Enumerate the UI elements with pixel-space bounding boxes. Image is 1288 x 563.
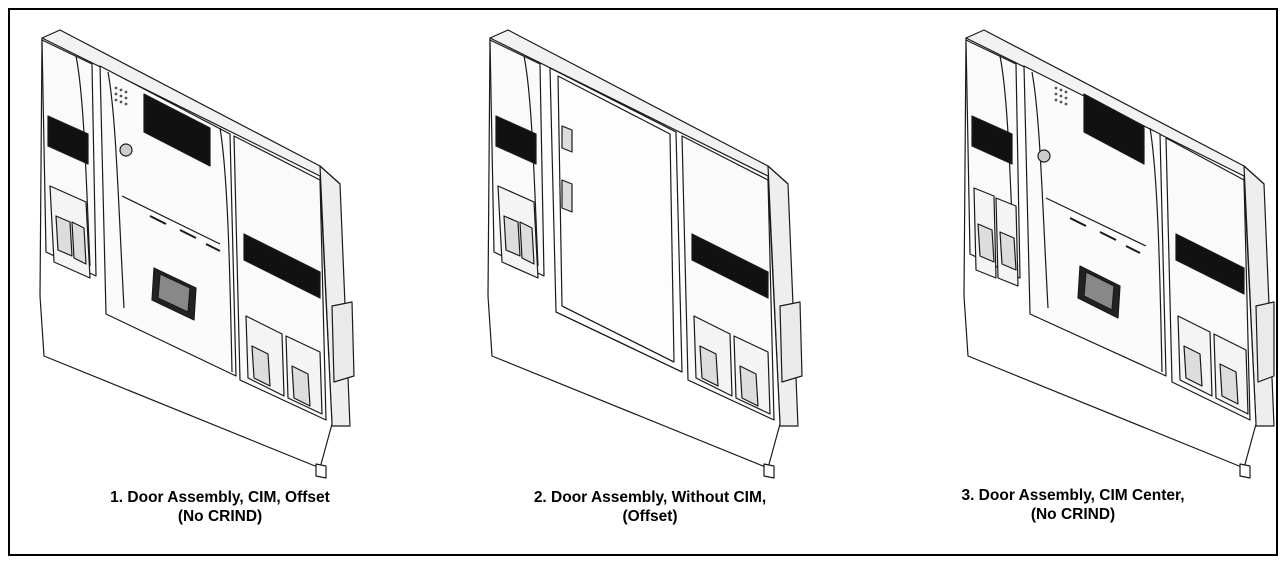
caption-line-1: 2. Door Assembly, Without CIM, <box>533 489 767 506</box>
caption-line-2: (No CRIND) <box>177 508 263 525</box>
door-assembly-cim-offset-drawing <box>39 29 355 479</box>
figure-frame: 1. Door Assembly, CIM, Offset (No CRIND) <box>8 8 1278 556</box>
caption-line-2: (Offset) <box>622 508 678 525</box>
door-assembly-cim-center-drawing <box>963 29 1275 479</box>
door-assembly-without-cim-drawing <box>487 29 803 479</box>
caption-line-2: (No CRIND) <box>1030 506 1116 523</box>
figure-panel-2: 2. Door Assembly, Without CIM, (Offset) <box>450 10 850 554</box>
figure-caption-1: 1. Door Assembly, CIM, Offset (No CRIND) <box>20 488 420 526</box>
figure-panel-3: 3. Door Assembly, CIM Center, (No CRIND) <box>870 10 1276 554</box>
caption-line-1: 3. Door Assembly, CIM Center, <box>961 487 1185 504</box>
figure-caption-3: 3. Door Assembly, CIM Center, (No CRIND) <box>870 486 1276 524</box>
figure-panel-1: 1. Door Assembly, CIM, Offset (No CRIND) <box>20 10 420 554</box>
figure-caption-2: 2. Door Assembly, Without CIM, (Offset) <box>450 488 850 526</box>
caption-line-1: 1. Door Assembly, CIM, Offset <box>110 489 330 506</box>
